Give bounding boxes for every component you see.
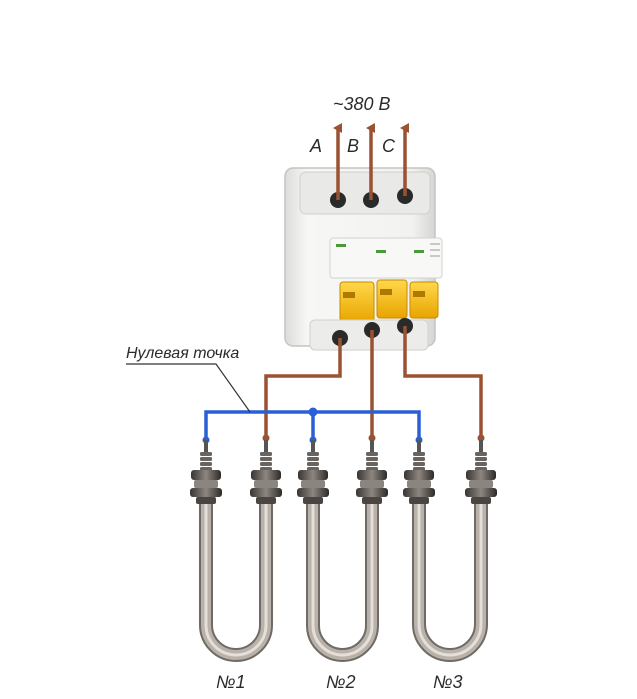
neutral-point-label: Нулевая точка xyxy=(126,345,239,362)
phase-wire-c xyxy=(403,326,483,438)
supply-arrows xyxy=(333,123,409,200)
phase-wire-a xyxy=(264,338,342,438)
circuit-breaker xyxy=(284,167,443,351)
breaker-handles xyxy=(339,279,439,323)
neutral-callout: Нулевая точка xyxy=(126,345,251,413)
phase-a-label: A xyxy=(309,136,322,156)
heater-1 xyxy=(190,440,282,662)
heater-labels: №1 №2 №3 xyxy=(216,672,463,692)
supply-labels: ~380 В A B C xyxy=(309,94,396,156)
heater-3-phase-terminal xyxy=(465,440,497,504)
heater-2-label: №2 xyxy=(326,672,356,692)
heater-1-neutral-terminal xyxy=(190,440,222,504)
heater-2 xyxy=(297,440,388,662)
phase-b-label: B xyxy=(347,136,359,156)
heater-2-neutral-terminal xyxy=(297,440,329,504)
phase-c-label: C xyxy=(382,136,396,156)
heater-1-label: №1 xyxy=(216,672,246,692)
heater-1-phase-terminal xyxy=(250,440,282,504)
neutral-wire xyxy=(202,407,423,444)
phase-wires xyxy=(262,326,485,442)
neutral-point-node xyxy=(308,407,318,417)
heater-3-neutral-terminal xyxy=(403,440,435,504)
voltage-label: ~380 В xyxy=(333,94,391,114)
heater-3-label: №3 xyxy=(433,672,463,692)
heater-3 xyxy=(403,440,497,662)
heating-elements xyxy=(190,440,497,662)
heater-2-phase-terminal xyxy=(356,440,388,504)
